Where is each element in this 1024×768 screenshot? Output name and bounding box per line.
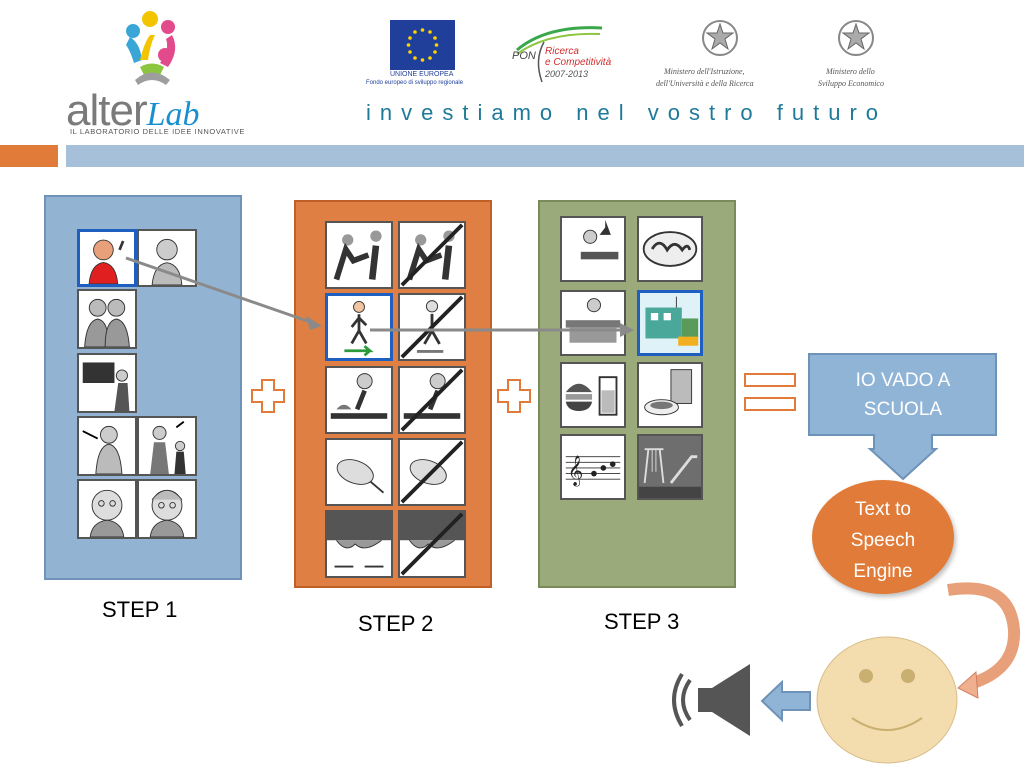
symbol-sleep[interactable]: [325, 438, 393, 506]
symbol-study[interactable]: [560, 216, 626, 282]
symbol-not-sleep[interactable]: [398, 438, 466, 506]
alterlab-logo: [60, 5, 270, 140]
header-band-accent: [0, 145, 58, 167]
ministry2-emblem-icon: [836, 18, 876, 58]
symbol-go[interactable]: [325, 293, 393, 361]
arrow-left-icon: [760, 680, 812, 722]
symbol-cook[interactable]: [325, 366, 393, 434]
output-sentence: IO VADO A SCUOLA: [855, 370, 951, 420]
alterlab-people-icon: [126, 11, 176, 85]
symbol-desk[interactable]: [560, 290, 626, 356]
symbol-we[interactable]: [77, 289, 137, 349]
ministry1-emblem-icon: [700, 18, 740, 58]
eu-stars-icon: [406, 28, 439, 62]
pon-line2: e Competitività: [545, 57, 612, 68]
step2-label: STEP 2: [358, 611, 434, 636]
eu-logo: [390, 20, 455, 70]
header-band: [66, 145, 1024, 167]
pon-line1: Ricerca: [545, 46, 579, 57]
logo-tagline: IL LABORATORIO DELLE IDEE INNOVATIVE: [70, 127, 245, 136]
symbol-pasta[interactable]: [637, 216, 703, 282]
symbol-grandfather[interactable]: [77, 479, 137, 539]
symbol-breakfast[interactable]: [637, 362, 703, 428]
symbol-you[interactable]: [137, 229, 197, 287]
pon-years: 2007-2013: [545, 69, 589, 79]
plus-icon: [250, 378, 286, 414]
symbol-not-open[interactable]: [398, 510, 466, 578]
connector-arrow-2: [370, 323, 634, 337]
plus-icon: [496, 378, 532, 414]
tts-engine-label: Text to Speech Engine: [850, 499, 916, 582]
symbol-grandmother[interactable]: [137, 479, 197, 539]
step1-label: STEP 1: [102, 597, 178, 622]
pon-label: PON: [512, 50, 536, 62]
symbol-playground[interactable]: [637, 434, 703, 500]
eu-subtitle: Fondo europeo di sviluppo regionale: [366, 80, 464, 86]
ministry2-line1: Ministero dello: [826, 67, 875, 76]
symbol-not-go[interactable]: [398, 293, 466, 361]
symbol-music[interactable]: 𝄞: [560, 434, 626, 500]
symbol-not-push[interactable]: [398, 221, 466, 289]
speaker-icon: [668, 660, 756, 740]
slogan: investiamo nel vostro futuro: [366, 100, 888, 125]
symbol-open[interactable]: [325, 510, 393, 578]
tts-engine-node: [812, 480, 954, 594]
ministry2-line2: Sviluppo Economico: [818, 79, 884, 88]
equals-icon: [744, 373, 796, 413]
eu-title: UNIONE EUROPEA: [390, 71, 454, 78]
logo-script: Lab: [146, 96, 200, 133]
symbol-school[interactable]: [637, 290, 703, 356]
curved-arrow: [947, 582, 1021, 699]
symbol-she[interactable]: [77, 416, 137, 476]
ministry1-line1: Ministero dell'Istruzione,: [664, 67, 745, 76]
pon-swoosh-icon: [516, 26, 603, 83]
svg-text:𝄞: 𝄞: [568, 455, 584, 487]
logo-wordmark: alterLab: [66, 86, 200, 135]
symbol-they[interactable]: [137, 416, 197, 476]
symbol-push[interactable]: [325, 221, 393, 289]
face-icon: [816, 636, 958, 764]
logo-name: alter: [66, 86, 148, 135]
output-callout: [808, 353, 998, 481]
symbol-teacher[interactable]: [77, 353, 137, 413]
ministry1-line2: dell'Università e della Ricerca: [656, 79, 754, 88]
pon-logo: [512, 20, 632, 90]
symbol-eat[interactable]: [560, 362, 626, 428]
step3-label: STEP 3: [604, 609, 680, 634]
connector-arrow-1: [125, 256, 322, 330]
symbol-not-cook[interactable]: [398, 366, 466, 434]
